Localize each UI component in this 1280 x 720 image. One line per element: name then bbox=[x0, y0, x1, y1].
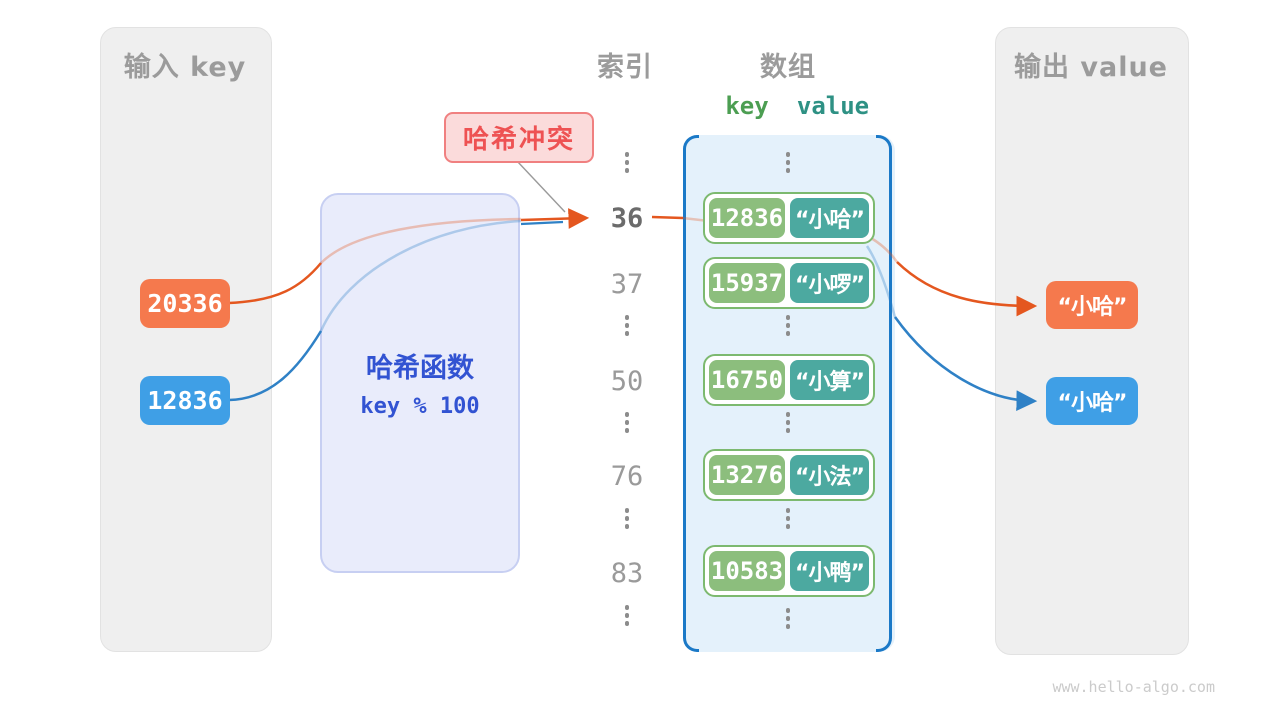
hash-function-box bbox=[320, 193, 520, 573]
array-bracket-left-icon bbox=[683, 135, 699, 652]
output-value-orange: “小哈” bbox=[1046, 281, 1138, 329]
array-cell-key: 15937 bbox=[709, 263, 785, 303]
array-cell-key: 16750 bbox=[709, 360, 785, 400]
array-cell-value: “小哈” bbox=[790, 198, 869, 238]
ellipsis-icon bbox=[622, 508, 632, 529]
ellipsis-icon bbox=[622, 315, 632, 336]
hash-function-title: 哈希函数 bbox=[366, 353, 474, 384]
array-cell-value: “小法” bbox=[790, 455, 869, 495]
array-cell-key: 12836 bbox=[709, 198, 785, 238]
ellipsis-icon bbox=[783, 608, 793, 629]
array-cell-value: “小啰” bbox=[790, 263, 869, 303]
output-value-blue: “小哈” bbox=[1046, 377, 1138, 425]
array-bracket-right-icon bbox=[876, 135, 892, 652]
ellipsis-icon bbox=[783, 508, 793, 529]
input-key-20336: 20336 bbox=[140, 279, 230, 328]
index-column-title: 索引 bbox=[597, 52, 653, 83]
index-50: 50 bbox=[610, 366, 644, 397]
index-83: 83 bbox=[610, 558, 644, 589]
input-panel-title: 输入 key bbox=[123, 52, 247, 83]
array-title: 数组 bbox=[760, 52, 816, 83]
watermark: www.hello-algo.com bbox=[1052, 678, 1215, 696]
array-row: 10583 “小鸭” bbox=[703, 545, 875, 597]
ellipsis-icon bbox=[622, 605, 632, 626]
hash-function-formula: key % 100 bbox=[360, 394, 480, 419]
ellipsis-icon bbox=[622, 152, 632, 173]
array-cell-key: 13276 bbox=[709, 455, 785, 495]
index-76: 76 bbox=[610, 461, 644, 492]
array-row: 15937 “小啰” bbox=[703, 257, 875, 309]
collision-label: 哈希冲突 bbox=[444, 112, 594, 163]
input-key-12836: 12836 bbox=[140, 376, 230, 425]
ellipsis-icon bbox=[783, 412, 793, 433]
array-cell-key: 10583 bbox=[709, 551, 785, 591]
array-cell-value: “小鸭” bbox=[790, 551, 869, 591]
ellipsis-icon bbox=[783, 315, 793, 336]
array-row: 13276 “小法” bbox=[703, 449, 875, 501]
ellipsis-icon bbox=[622, 412, 632, 433]
array-row: 12836 “小哈” bbox=[703, 192, 875, 244]
output-panel-title: 输出 value bbox=[1013, 52, 1168, 83]
index-37: 37 bbox=[610, 269, 644, 300]
array-value-header: value bbox=[796, 92, 870, 120]
ellipsis-icon bbox=[783, 152, 793, 173]
array-key-header: key bbox=[725, 92, 769, 120]
array-row: 16750 “小算” bbox=[703, 354, 875, 406]
array-cell-value: “小算” bbox=[790, 360, 869, 400]
index-36: 36 bbox=[610, 203, 644, 234]
